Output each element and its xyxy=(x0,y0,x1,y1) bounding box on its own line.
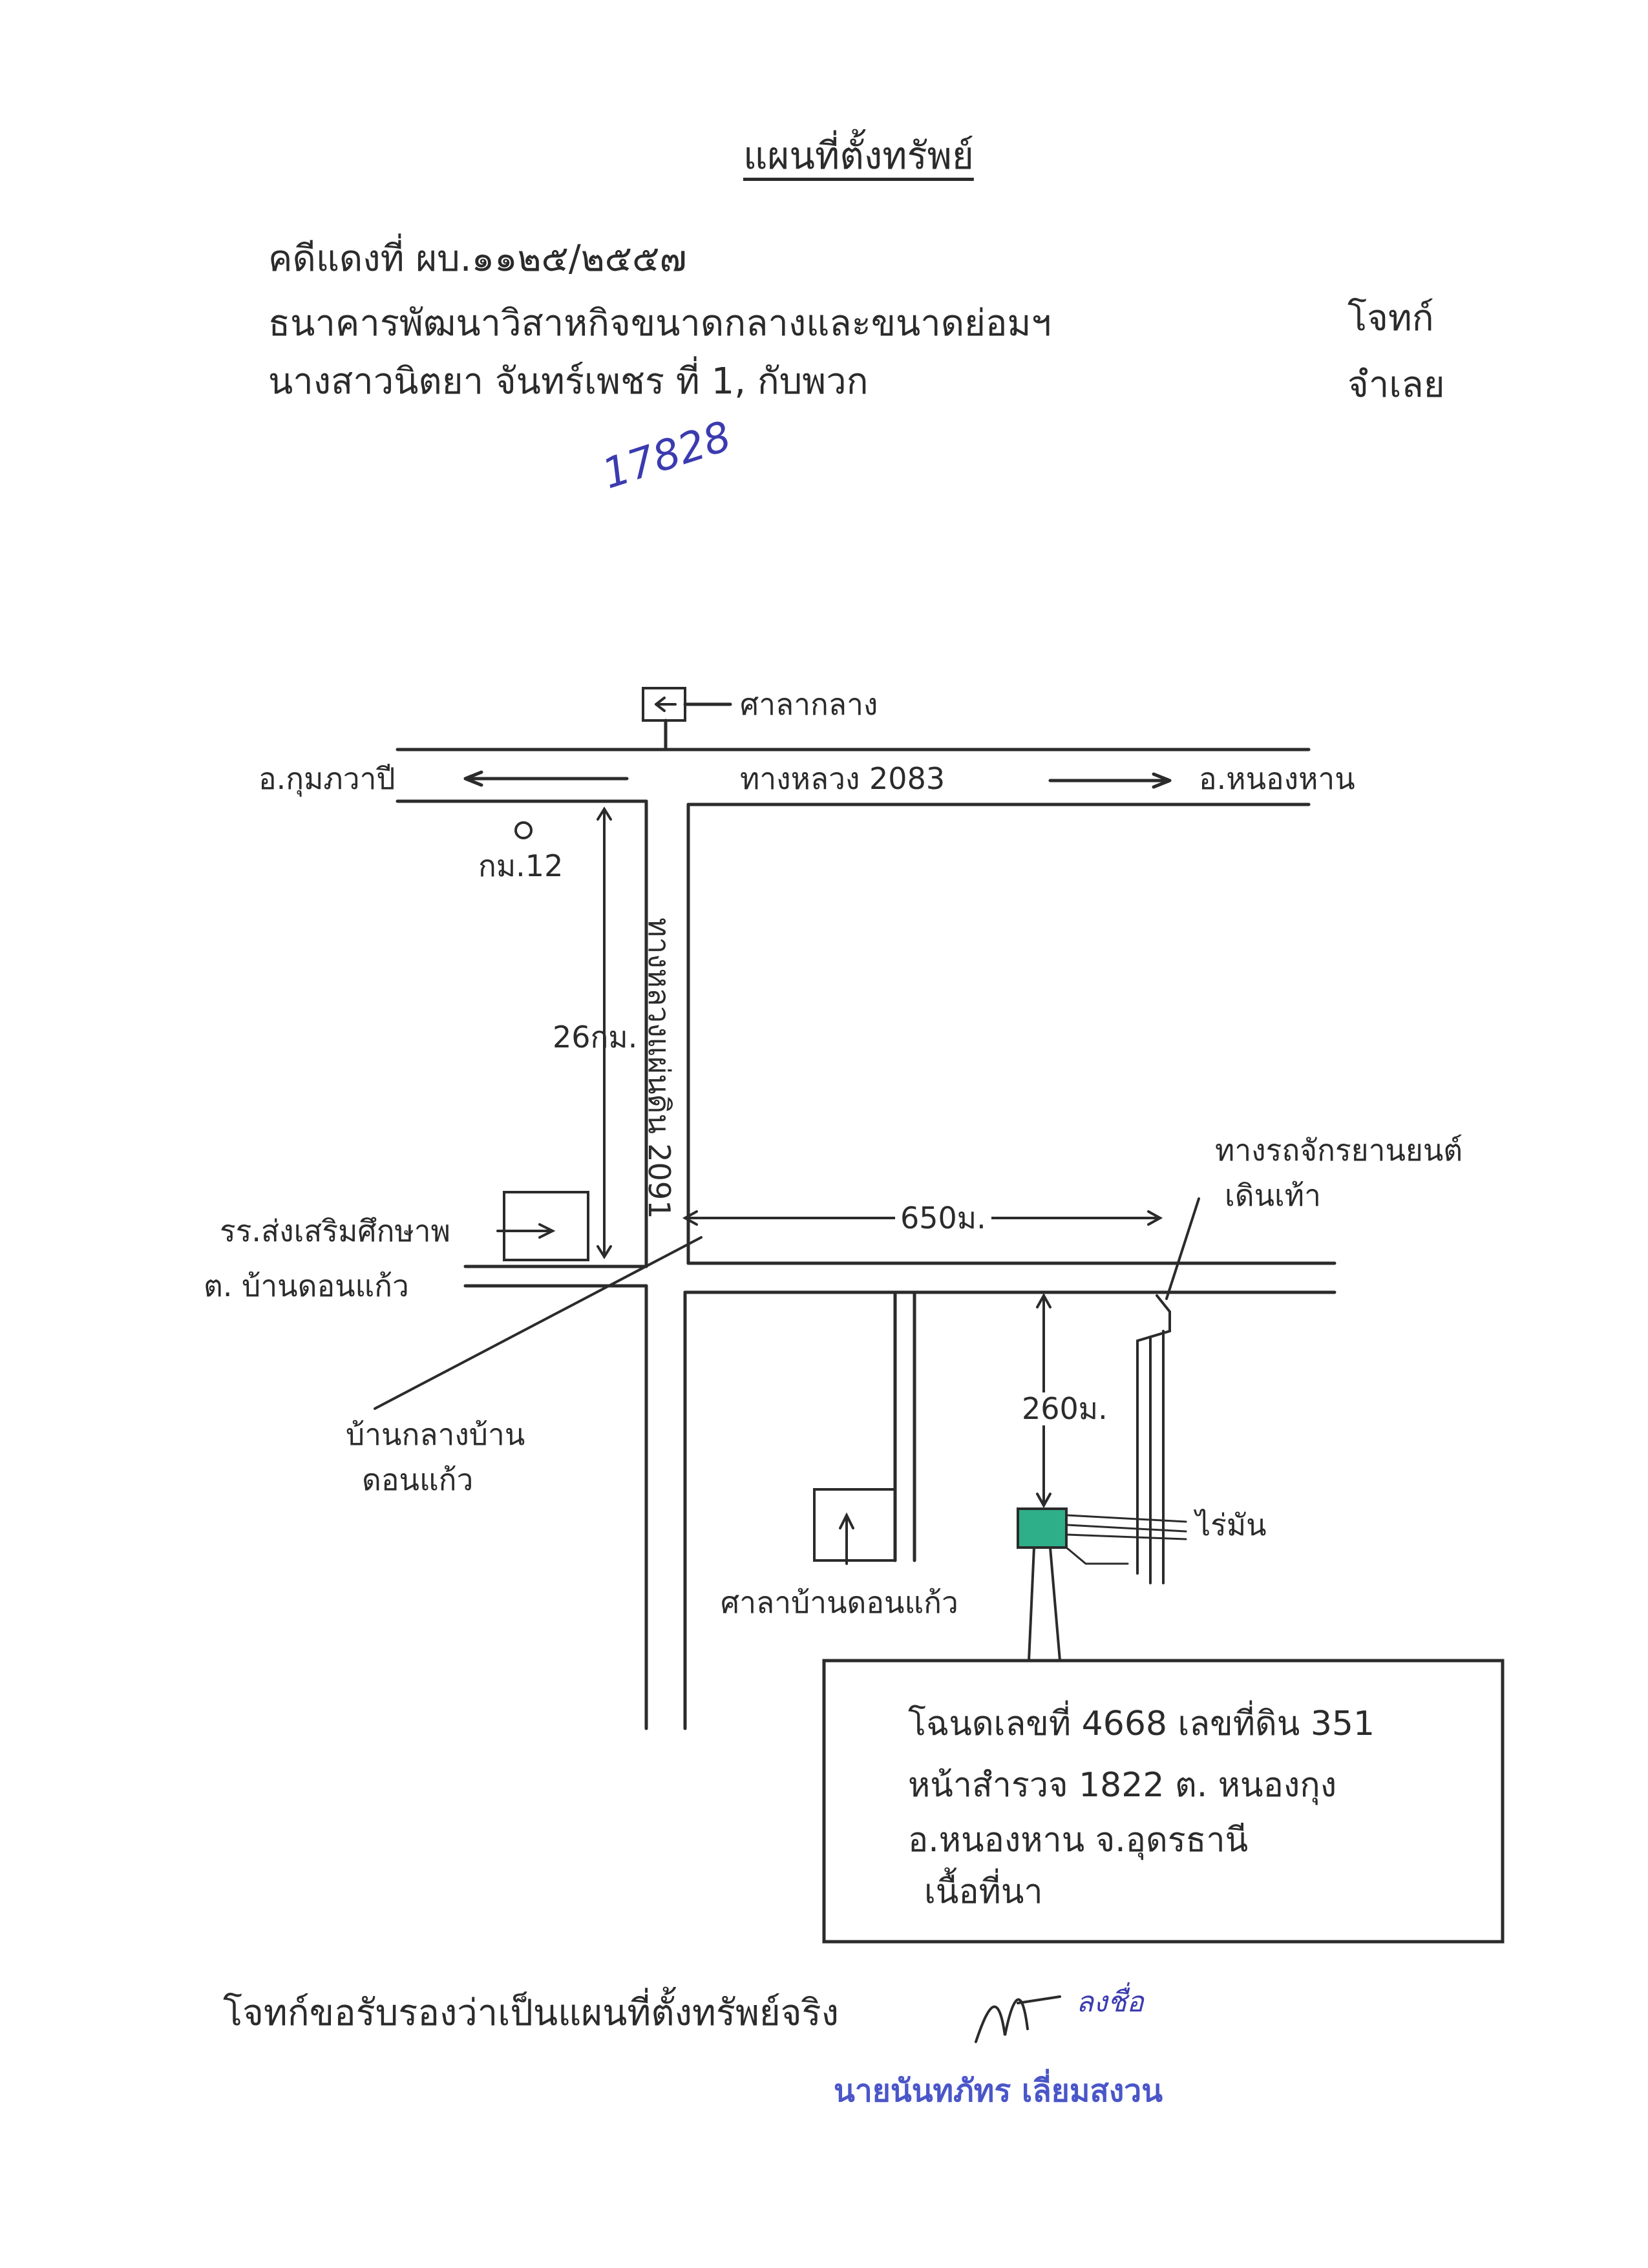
property-line-1: โฉนดเลขที่ 4668 เลขที่ดิน 351 xyxy=(908,1705,1375,1743)
school-arrow xyxy=(496,1223,556,1239)
village-label-leader xyxy=(374,1236,703,1410)
vertical-distance: 26กม. xyxy=(553,1020,638,1055)
km-marker-icon xyxy=(514,821,533,839)
vertical-road-label: ทางหลวงแผ่นดิน 2091 xyxy=(642,918,677,1219)
down-distance: 260ม. xyxy=(1018,1392,1112,1425)
temple-box xyxy=(813,1488,896,1562)
temple-label: ศาลาบ้านดอนแก้ว xyxy=(721,1585,958,1620)
village-label-1: บ้านกลางบ้าน xyxy=(346,1417,525,1452)
village-label-2: ดอนแก้ว xyxy=(362,1462,474,1497)
dim-26km xyxy=(597,806,612,1259)
footpath-label-leader xyxy=(1165,1197,1200,1300)
arrow-right-nonghan xyxy=(1048,772,1172,789)
defendant-name: นางสาวนิตยา จันทร์เพชร ที่ 1, กับพวก xyxy=(268,361,869,403)
plaintiff-name: ธนาคารพัฒนาวิสาหกิจขนาดกลางและขนาดย่อมฯ xyxy=(268,302,1051,344)
left-destination: อ.กุมภวาปี xyxy=(259,761,396,796)
signature-scribble xyxy=(975,1995,1061,2043)
highway-label: ทางหลวง 2083 xyxy=(740,761,945,796)
defendant-role: จำเลย xyxy=(1347,364,1445,406)
signature: ลงชื่อ xyxy=(1076,1986,1144,2019)
certification-statement: โจทก์ขอรับรองว่าเป็นแผนที่ตั้งทรัพย์จริง xyxy=(223,1992,839,2034)
property-line-3: อ.หนองหาน จ.อุดรธานี xyxy=(908,1821,1249,1860)
footpath-outer xyxy=(1136,1294,1171,1575)
right-destination: อ.หนองหาน xyxy=(1199,761,1355,796)
footpath-label-1: ทางรถจักรยานยนต์ xyxy=(1215,1133,1463,1168)
property-line-2: หน้าสำรวจ 1822 ต. หนองกุง xyxy=(908,1766,1337,1805)
subdistrict-label: ต. บ้านดอนแก้ว xyxy=(204,1268,409,1303)
property-info-box xyxy=(822,1659,1505,1944)
property-line-4: เนื้อที่นา xyxy=(924,1873,1043,1911)
property-parcel xyxy=(1017,1507,1068,1549)
top-box-label: ศาลากลาง xyxy=(740,687,878,722)
property-leader xyxy=(1028,1546,1061,1662)
school-label: รร.ส่งเสริมศึกษาพ xyxy=(220,1213,450,1248)
km-marker-label: กม.12 xyxy=(478,848,564,883)
field-lines xyxy=(1065,1514,1187,1565)
footpath-label-2: เดินเท้า xyxy=(1225,1178,1321,1213)
document-title: แผนที่ตั้งทรัพย์ xyxy=(743,134,974,178)
lawyer-name: นายนันทภัทร เลี่ยมสงวน xyxy=(834,2073,1163,2109)
horizontal-distance: 650ม. xyxy=(895,1202,991,1235)
plaintiff-role: โจทก์ xyxy=(1347,297,1434,339)
temple-arrow xyxy=(839,1512,854,1565)
field-label: ไร่มัน xyxy=(1196,1507,1267,1542)
school-box xyxy=(503,1191,589,1261)
arrow-left-kumphawapi xyxy=(463,770,629,787)
arrow-left-icon xyxy=(655,697,677,712)
case-number: คดีแดงที่ ผบ.๑๑๒๕/๒๕๕๗ xyxy=(268,238,687,280)
